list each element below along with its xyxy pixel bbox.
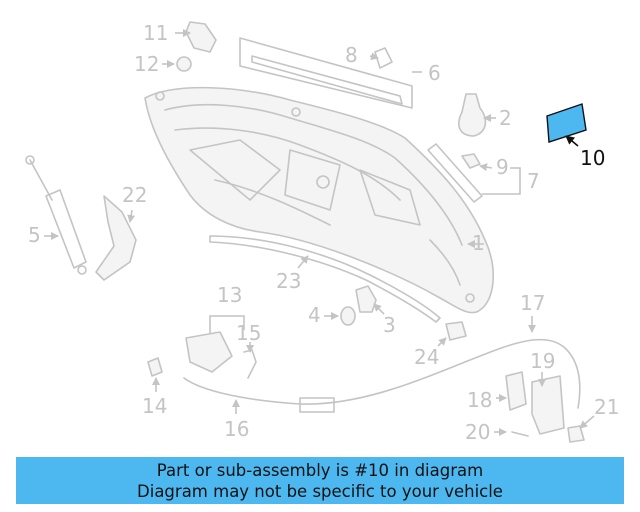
callout-17: 17 [520, 291, 545, 315]
callout-6: 6 [428, 61, 441, 85]
part-22-hinge [95, 195, 137, 281]
callout-15: 15 [236, 321, 261, 345]
callout-24: 24 [414, 345, 439, 369]
part-24 [445, 321, 467, 341]
part-18 [505, 371, 527, 411]
callout-18: 18 [467, 388, 492, 412]
part-11 [185, 21, 217, 53]
callout-21: 21 [594, 395, 619, 419]
banner-line-1: Part or sub-assembly is #10 in diagram [156, 461, 484, 480]
part-19 [531, 375, 565, 435]
callout-23: 23 [276, 269, 301, 293]
part-4 [340, 306, 356, 326]
cable-connector [299, 397, 335, 413]
part-5-strut [25, 155, 87, 275]
callout-8: 8 [345, 43, 358, 67]
part-14-bolt [147, 357, 163, 377]
banner-line-2: Diagram may not be specific to your vehi… [137, 482, 503, 501]
callout-16: 16 [224, 417, 249, 441]
part-13-latch [185, 331, 233, 373]
part-23-seal [209, 235, 441, 323]
hood-panel [144, 86, 494, 314]
part-21-clip [567, 425, 585, 443]
callout-12: 12 [134, 52, 159, 76]
callout-1: 1 [472, 231, 485, 255]
parts-diagram: 1 2 3 4 5 6 7 8 9 10 11 12 13 14 15 16 1… [25, 21, 619, 444]
callout-14: 14 [142, 394, 167, 418]
callout-19: 19 [530, 349, 555, 373]
part-10-highlighted [546, 103, 587, 143]
part-20-bolt [511, 431, 529, 437]
seal-assembly-6 [239, 37, 413, 109]
callout-10: 10 [580, 146, 605, 170]
callout-20: 20 [465, 420, 490, 444]
part-15 [243, 349, 257, 379]
info-banner: Part or sub-assembly is #10 in diagram D… [16, 457, 624, 504]
callout-4: 4 [308, 303, 321, 327]
part-9-clip [461, 153, 481, 169]
callout-5: 5 [28, 223, 41, 247]
callout-13: 13 [217, 283, 242, 307]
callout-11: 11 [143, 21, 168, 45]
part-2 [458, 93, 487, 137]
callouts: 1 2 3 4 5 6 7 8 9 10 11 12 13 14 15 16 1… [28, 21, 619, 444]
callout-9: 9 [496, 155, 509, 179]
callout-3: 3 [383, 313, 396, 337]
callout-2: 2 [499, 106, 512, 130]
part-7-strip [427, 143, 483, 203]
part-12 [176, 56, 192, 72]
part-16-17-cable [183, 338, 581, 409]
part-3 [355, 285, 377, 313]
callout-22: 22 [122, 183, 147, 207]
leader-lines [44, 29, 595, 436]
callout-7: 7 [527, 169, 540, 193]
